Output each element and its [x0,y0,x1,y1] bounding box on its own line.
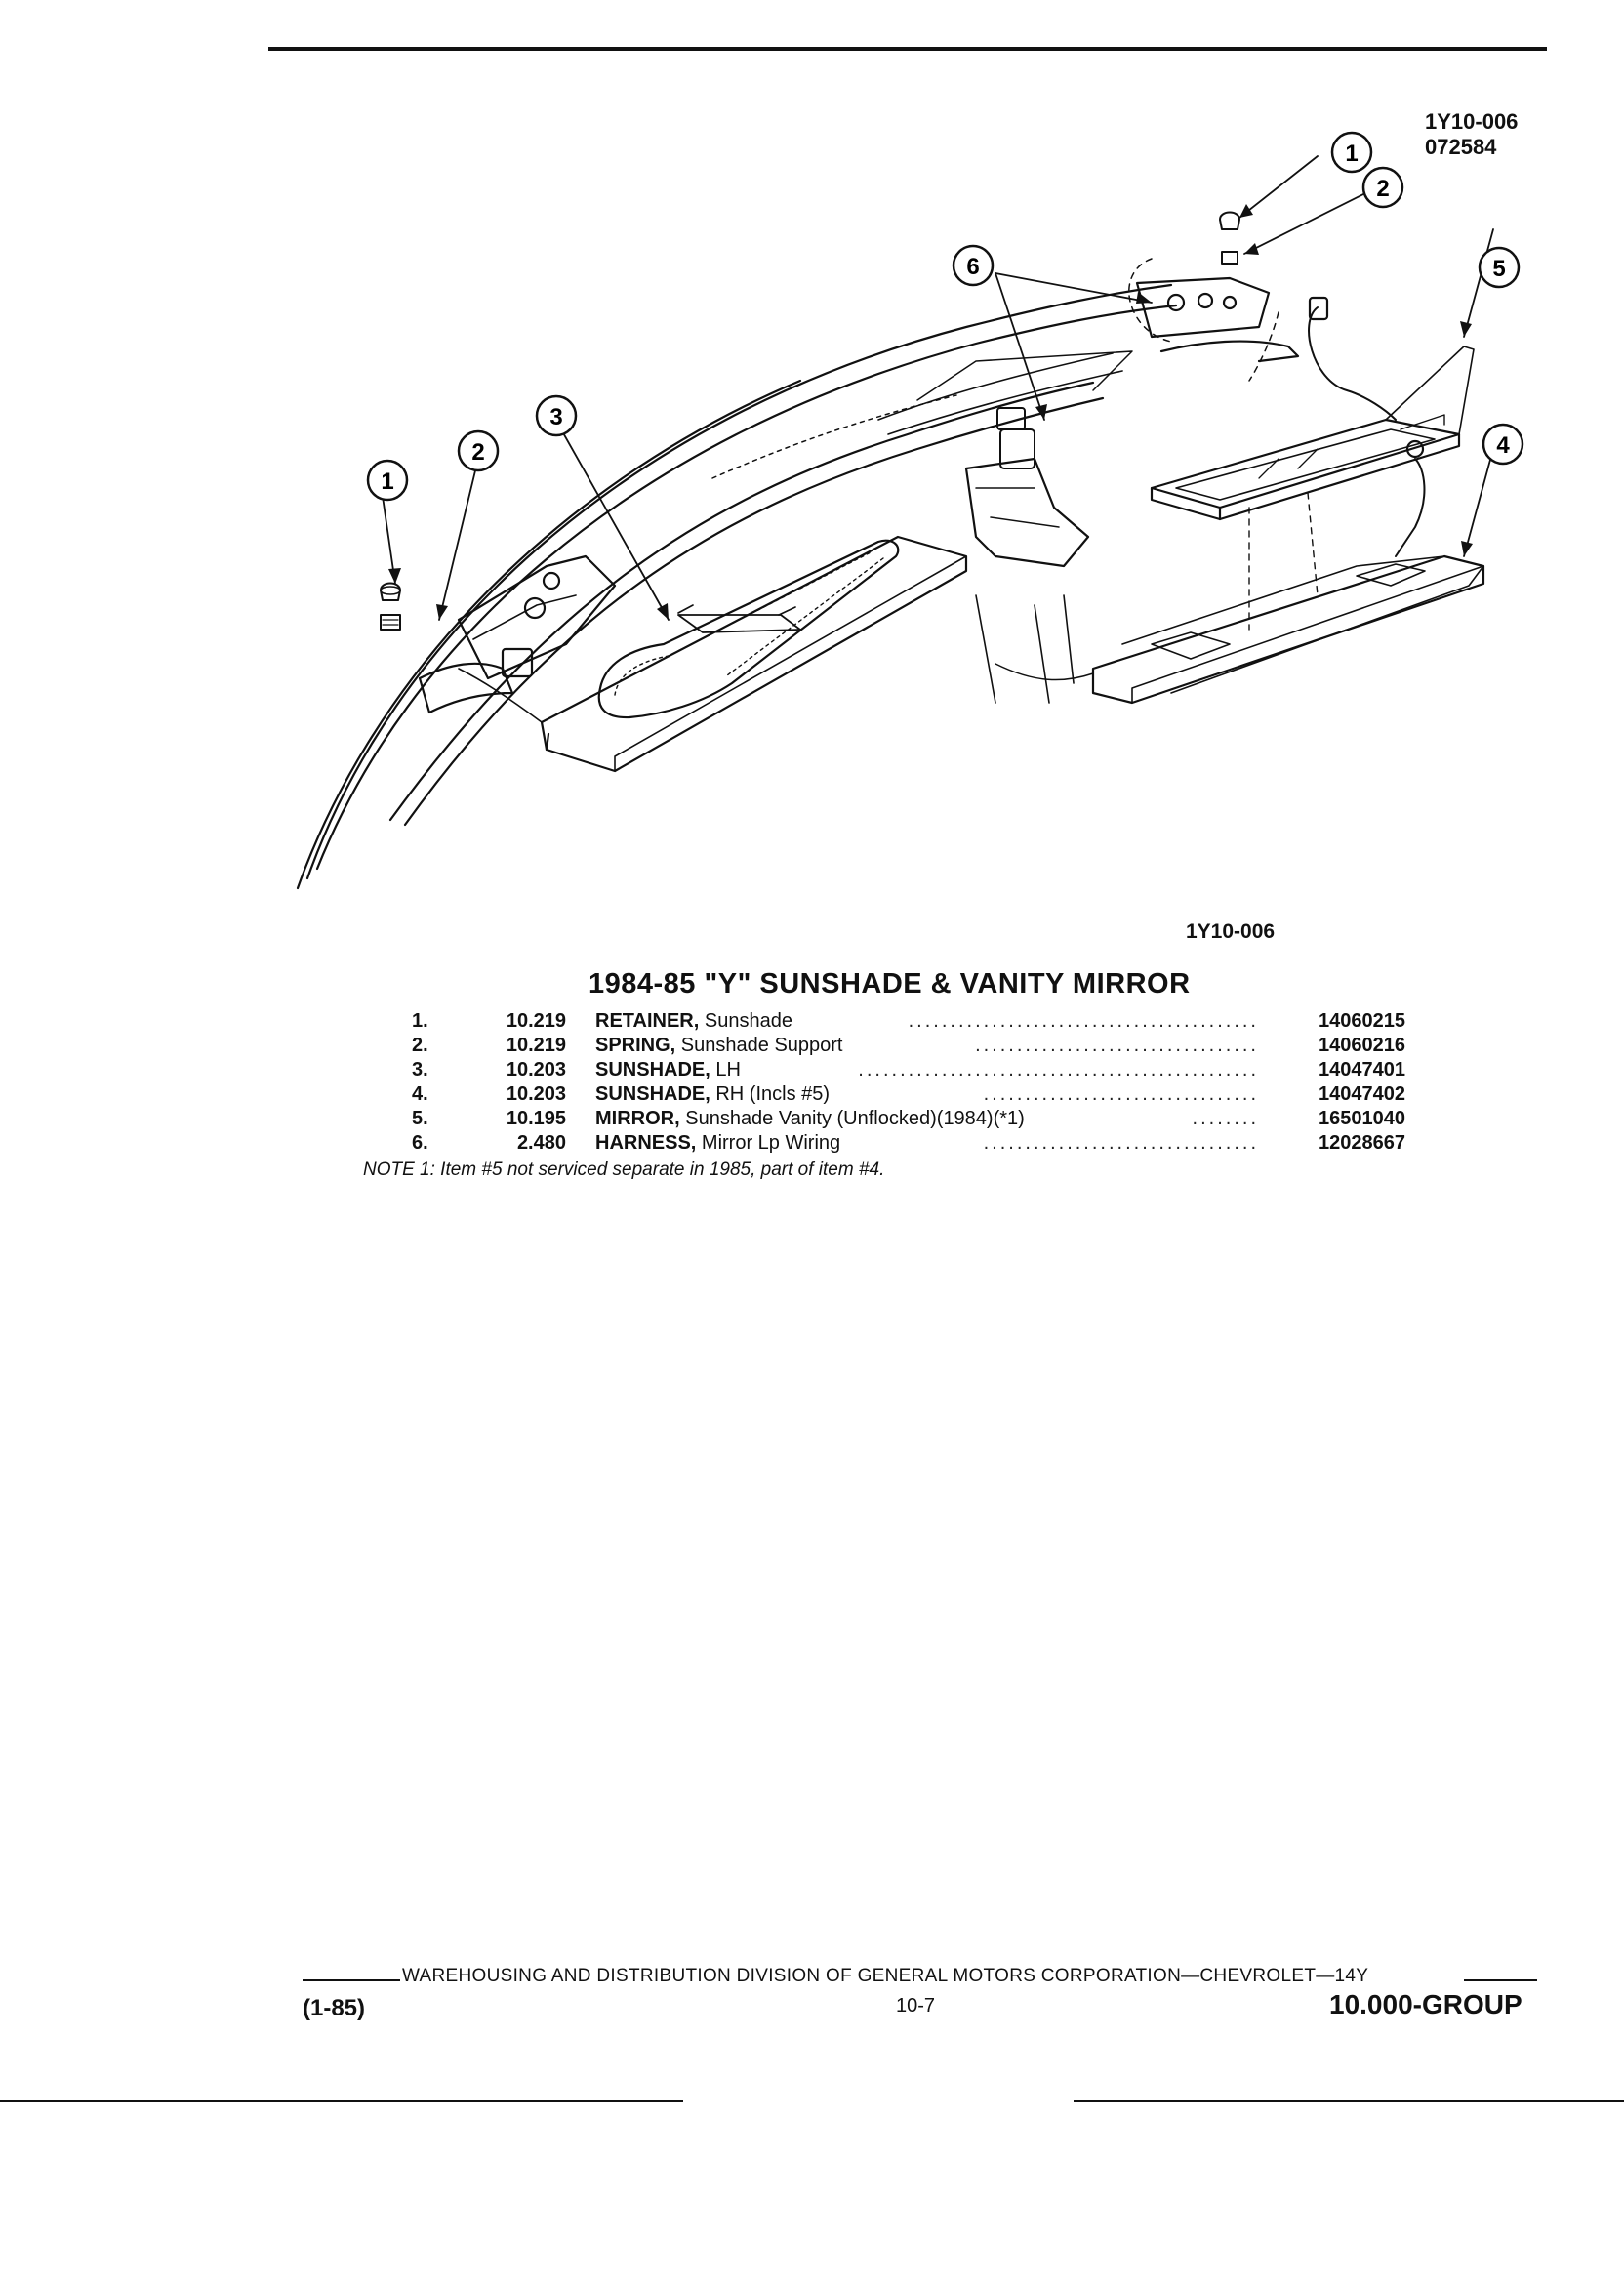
parts-row: 1. 10.219 RETAINER, Sunshade ...........… [371,1009,1405,1034]
parts-row: 2. 10.219 SPRING, Sunshade Support .....… [371,1034,1405,1058]
leader-dots: ........................................… [858,1059,1259,1080]
item-number: 6. [412,1132,428,1154]
leader-dots: .................................. [975,1035,1259,1056]
leader-dots: ................................. [983,1083,1259,1105]
svg-text:1: 1 [1345,141,1358,167]
item-number: 3. [412,1059,428,1080]
page-title: 1984-85 "Y" SUNSHADE & VANITY MIRROR [589,968,1191,999]
figure-code: 1Y10-006 [1425,109,1519,134]
callout-4: 4 [1482,423,1524,466]
part-number: 14047401 [1319,1059,1405,1080]
top-rule [268,47,1547,51]
part-name: SPRING, Sunshade Support [595,1035,843,1056]
callout-1-left: 1 [366,459,409,502]
item-number: 2. [412,1035,428,1056]
svg-text:5: 5 [1492,256,1505,282]
callout-1-right: 1 [1330,131,1373,174]
group-number: 2.480 [516,1132,566,1154]
group-number: 10.219 [506,1035,566,1056]
callout-3: 3 [535,394,578,437]
part-name: MIRROR, Sunshade Vanity (Unflocked)(1984… [595,1108,1025,1129]
group-number: 10.203 [506,1059,566,1080]
footer-division: WAREHOUSING AND DISTRIBUTION DIVISION OF… [402,1966,1369,1986]
callout-5: 5 [1478,246,1521,289]
group-number: 10.219 [506,1010,566,1032]
group-number: 10.203 [506,1083,566,1105]
group-number: 10.195 [506,1108,566,1129]
bottom-rule-left [0,2100,683,2102]
leader-dots: ................................. [983,1132,1259,1154]
part-name: SUNSHADE, RH (Incls #5) [595,1083,831,1105]
svg-text:4: 4 [1496,432,1510,459]
svg-text:1: 1 [381,468,393,495]
parts-row: 4. 10.203 SUNSHADE, RH (Incls #5) ......… [371,1082,1405,1107]
part-number: 14047402 [1319,1083,1405,1105]
callout-6: 6 [952,244,995,287]
parts-row: 3. 10.203 SUNSHADE, LH .................… [371,1058,1405,1082]
part-name: HARNESS, Mirror Lp Wiring [595,1132,841,1154]
leader-dots: ........................................… [908,1010,1259,1032]
callout-2-right: 2 [1361,166,1404,209]
part-number: 12028667 [1319,1132,1405,1154]
part-number: 14060215 [1319,1010,1405,1032]
part-number: 14060216 [1319,1035,1405,1056]
item-number: 1. [412,1010,428,1032]
exploded-view-illustration: 1 2 3 6 1 2 5 4 [296,131,1524,890]
svg-text:6: 6 [966,254,979,280]
part-name: RETAINER, Sunshade [595,1010,792,1032]
callout-2-left: 2 [457,429,500,472]
footer-dash-left [303,1979,400,1981]
page-number: 10-7 [896,1995,936,2016]
part-name: SUNSHADE, LH [595,1059,741,1080]
footer-dash-right [1464,1979,1537,1981]
revision-code: (1-85) [303,1995,366,2021]
bottom-rule-right [1074,2100,1624,2102]
item-number: 4. [412,1083,428,1105]
group-label: 10.000-GROUP [1329,1989,1522,2019]
parts-row: 6. 2.480 HARNESS, Mirror Lp Wiring .....… [371,1131,1405,1156]
parts-row: 5. 10.195 MIRROR, Sunshade Vanity (Unflo… [371,1107,1405,1131]
svg-text:2: 2 [1376,176,1389,202]
part-number: 16501040 [1319,1108,1405,1129]
figure-date: 072584 [1425,135,1497,159]
leader-dots: ........ [1192,1108,1259,1129]
parts-note: NOTE 1: Item #5 not serviced separate in… [363,1160,885,1180]
svg-text:3: 3 [549,404,562,430]
figure-caption: 1Y10-006 [1186,920,1276,943]
svg-text:2: 2 [471,439,484,466]
item-number: 5. [412,1108,428,1129]
